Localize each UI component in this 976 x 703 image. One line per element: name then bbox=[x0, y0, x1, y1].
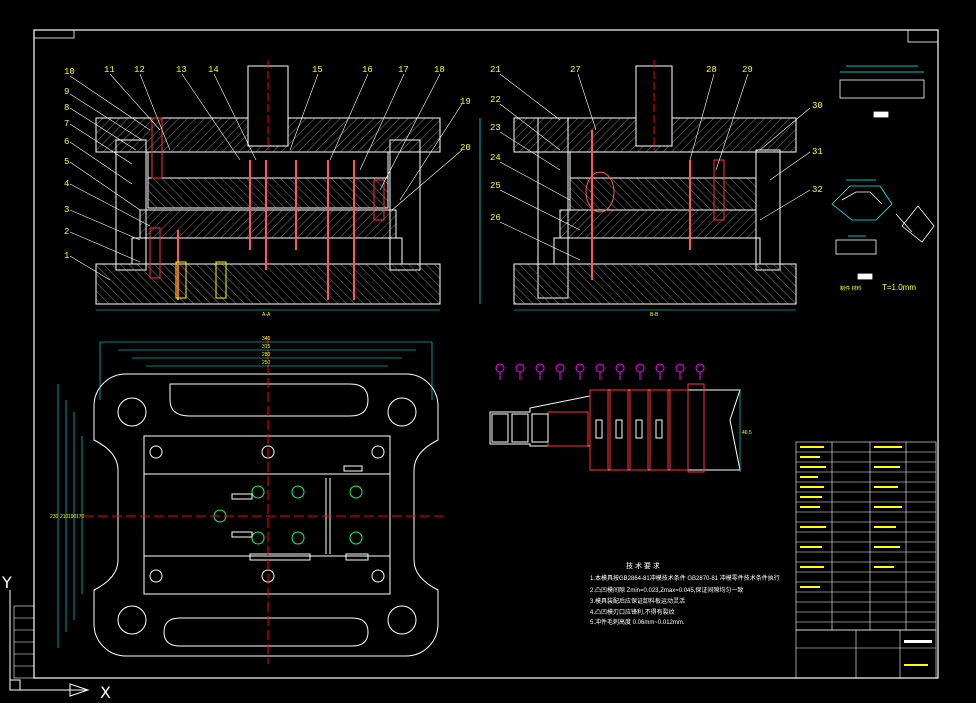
tech-note-1: 1.本模具按GB2864-81冲模技术条件 GB2870-81 冲模零件技术条件… bbox=[590, 574, 780, 582]
section-label-right: B-B bbox=[650, 312, 659, 318]
callout-27: 27 bbox=[570, 65, 581, 75]
callout-29: 29 bbox=[742, 65, 753, 75]
callout-5: 5 bbox=[64, 157, 69, 167]
callout-7: 7 bbox=[64, 119, 69, 129]
callout-14: 14 bbox=[208, 65, 219, 75]
bill-of-materials bbox=[795, 441, 937, 679]
callout-17: 17 bbox=[398, 65, 409, 75]
part-label: 制件 材料 bbox=[840, 285, 861, 292]
callout-labels-right: 21 22 23 24 25 26 27 28 29 30 31 32 bbox=[490, 65, 823, 223]
callout-12: 12 bbox=[134, 65, 145, 75]
section-view-a bbox=[95, 60, 481, 311]
callout-4: 4 bbox=[64, 179, 69, 189]
callout-3: 3 bbox=[64, 205, 69, 215]
callout-18: 18 bbox=[434, 65, 445, 75]
callout-24: 24 bbox=[490, 153, 501, 163]
callout-20: 20 bbox=[460, 143, 471, 153]
section-label-left: A-A bbox=[262, 312, 271, 318]
strip-dimension: 46.5 bbox=[742, 430, 752, 436]
thickness-label: T=1.0mm bbox=[882, 283, 916, 292]
strip-layout bbox=[489, 363, 741, 473]
callout-21: 21 bbox=[490, 65, 501, 75]
callout-15: 15 bbox=[312, 65, 323, 75]
dim-side-1: 230 bbox=[50, 514, 59, 520]
dim-side-4: 170 bbox=[76, 514, 85, 520]
dim-side-2: 210 bbox=[60, 514, 69, 520]
ucs-y-label: Y bbox=[1, 573, 12, 592]
callout-10: 10 bbox=[64, 67, 75, 77]
callout-labels-left: 1 2 3 4 5 6 7 8 9 10 11 12 13 14 15 16 1… bbox=[64, 65, 471, 261]
dim-top-4: 250 bbox=[262, 360, 271, 366]
dim-top-1: 340 bbox=[262, 336, 271, 342]
callout-26: 26 bbox=[490, 213, 501, 223]
bom-text-marks bbox=[800, 446, 932, 666]
drawing-border bbox=[33, 29, 939, 679]
tech-note-5: 5.冲件毛刺高度 0.06mm~0.012mm. bbox=[590, 618, 685, 626]
callout-31: 31 bbox=[812, 147, 823, 157]
callout-25: 25 bbox=[490, 181, 501, 191]
callout-32: 32 bbox=[812, 185, 823, 195]
callout-28: 28 bbox=[706, 65, 717, 75]
left-revision-strip bbox=[13, 605, 35, 679]
plan-view bbox=[57, 336, 448, 664]
section-view-b bbox=[513, 60, 797, 311]
callout-8: 8 bbox=[64, 103, 69, 113]
callout-16: 16 bbox=[362, 65, 373, 75]
callout-13: 13 bbox=[176, 65, 187, 75]
part-detail bbox=[831, 65, 935, 280]
callout-19: 19 bbox=[460, 97, 471, 107]
callout-9: 9 bbox=[64, 87, 69, 97]
frame-tab-right bbox=[907, 29, 939, 43]
plan-dimension-labels: 340 315 280 250 230 210 190 170 bbox=[50, 336, 271, 520]
leader-lines-right bbox=[499, 73, 811, 261]
tech-note-2: 2.凸凹模间隙 Zmin=0.023,Zmax=0.045,保证间隙均匀一致 bbox=[590, 586, 743, 594]
callout-6: 6 bbox=[64, 137, 69, 147]
dim-top-2: 315 bbox=[262, 344, 271, 350]
ucs-x-label: X bbox=[100, 683, 111, 702]
callout-23: 23 bbox=[490, 123, 501, 133]
dim-top-3: 280 bbox=[262, 352, 271, 358]
tech-note-3: 3.模具装配后应保证卸料板运动灵活 bbox=[590, 597, 685, 605]
frame-tab bbox=[33, 29, 75, 39]
tech-note-4: 4.凸凹模刃口应锋利,不得有裂纹 bbox=[590, 608, 675, 616]
callout-22: 22 bbox=[490, 95, 501, 105]
callout-30: 30 bbox=[812, 101, 823, 111]
callout-1: 1 bbox=[64, 251, 69, 261]
dim-side-3: 190 bbox=[68, 514, 77, 520]
callout-11: 11 bbox=[104, 65, 115, 75]
leader-lines-left bbox=[69, 73, 463, 281]
tech-notes-title: 技 术 要 求 bbox=[626, 561, 660, 570]
ucs-icon bbox=[9, 590, 90, 697]
callout-2: 2 bbox=[64, 227, 69, 237]
